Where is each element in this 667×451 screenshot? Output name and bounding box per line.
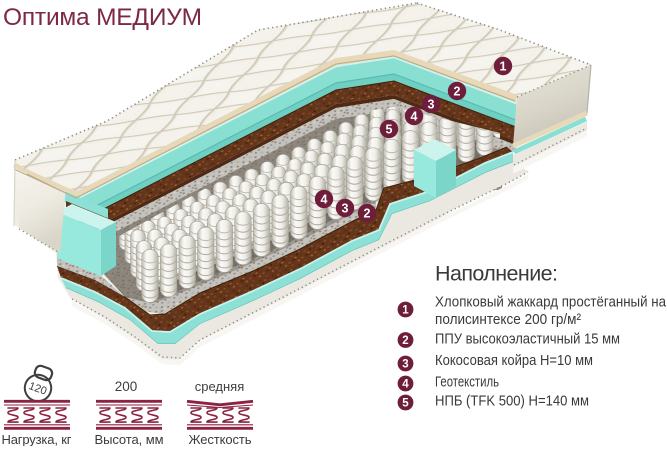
svg-text:Наполнение:: Наполнение: [435, 262, 558, 286]
svg-text:5: 5 [386, 122, 393, 136]
svg-text:4: 4 [402, 378, 409, 390]
svg-text:3: 3 [428, 97, 435, 111]
svg-text:НПБ (TFK 500) Н=140 мм: НПБ (TFK 500) Н=140 мм [435, 393, 589, 410]
svg-text:5: 5 [402, 397, 409, 409]
svg-text:2: 2 [402, 335, 408, 347]
svg-text:1: 1 [500, 59, 507, 73]
svg-text:2: 2 [454, 84, 461, 98]
svg-text:Высота, мм: Высота, мм [95, 432, 164, 446]
svg-text:Жесткость: Жесткость [189, 432, 252, 446]
svg-text:3: 3 [402, 358, 408, 370]
svg-text:полисинтексе 200 гр/м²: полисинтексе 200 гр/м² [435, 311, 581, 328]
svg-text:2: 2 [364, 206, 371, 220]
svg-text:4: 4 [411, 109, 418, 123]
svg-text:120: 120 [27, 380, 48, 398]
svg-text:Кокосовая койра Н=10 мм: Кокосовая койра Н=10 мм [435, 352, 593, 369]
svg-text:Геотекстиль: Геотекстиль [435, 374, 499, 391]
svg-text:1: 1 [402, 304, 409, 316]
svg-text:4: 4 [321, 192, 328, 206]
svg-text:Оптима МЕДИУМ: Оптима МЕДИУМ [3, 4, 202, 31]
svg-text:200: 200 [115, 379, 138, 394]
svg-text:средняя: средняя [195, 379, 245, 394]
svg-text:ППУ высокоэластичный 15 мм: ППУ высокоэластичный 15 мм [435, 331, 620, 348]
svg-text:Нагрузка, кг: Нагрузка, кг [2, 432, 72, 446]
svg-text:3: 3 [342, 201, 349, 215]
svg-text:Хлопковый жаккард простёганный: Хлопковый жаккард простёганный на [435, 294, 667, 311]
